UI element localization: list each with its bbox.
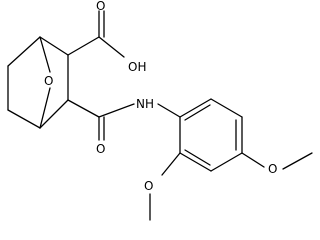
oh-label: OH [128,60,146,74]
amide-oxygen-label: O [96,142,105,156]
carboxyl-oxygen-label: O [96,0,105,13]
methoxy-oxygen-label-ortho: O [144,179,153,193]
benzene-ring [179,98,243,172]
bridge-oxygen-label: O [44,74,53,88]
nh-label: NH [136,97,154,111]
methoxy-oxygen-label-para: O [268,162,277,176]
carboxylic-acid-group [67,10,125,58]
amide-group [67,99,181,141]
molecule-canvas: OH O O NH O O O [7,0,313,221]
bicyclic-core [7,36,69,129]
methoxy-group-para [241,152,313,170]
structure-diagram: OH O O NH O O O [7,0,313,221]
methoxy-group-ortho [149,152,181,221]
